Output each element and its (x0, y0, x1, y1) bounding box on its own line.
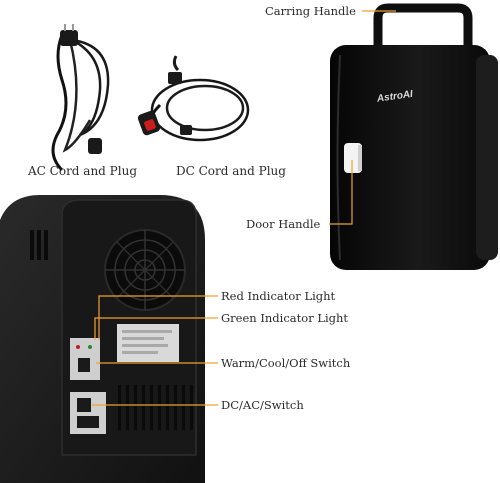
callout-green-indicator-light: Green Indicator Light (221, 311, 349, 325)
callout-warm-cool-off-switch: Warm/Cool/Off Switch (221, 356, 351, 370)
ac-cord-caption: AC Cord and Plug (28, 164, 138, 178)
dc-cord-caption: DC Cord and Plug (176, 164, 286, 178)
callout-door-handle: Door Handle (246, 217, 321, 231)
dc-cord-image (137, 55, 250, 142)
callout-red-indicator-light: Red Indicator Light (221, 289, 336, 303)
callout-lines (92, 10, 396, 406)
fridge-front-image (330, 3, 498, 270)
fridge-back-image (0, 195, 205, 483)
callout-dc-ac-switch: DC/AC/Switch (221, 398, 304, 412)
ac-cord-image (51, 24, 110, 172)
callout-carrying-handle: Carring Handle (265, 4, 356, 18)
brand-logo: AstroAI (375, 89, 414, 105)
